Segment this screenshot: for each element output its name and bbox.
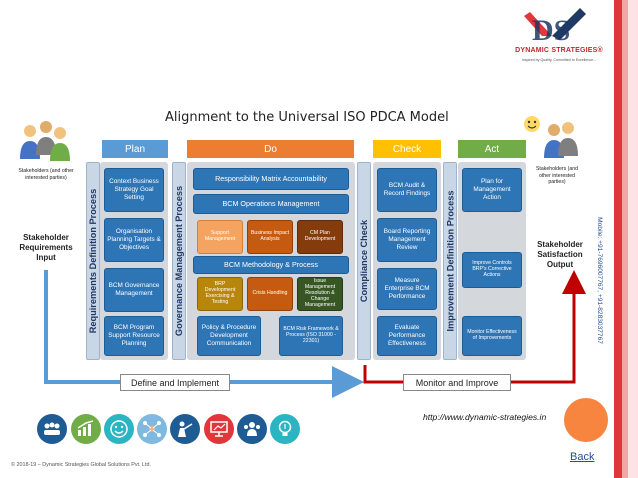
monitor-improve-label: Monitor and Improve	[403, 374, 511, 391]
do-box-brp: BRP Development Exercising & Testing	[197, 277, 243, 311]
contact-mobile-text: Mobile: +91-7696007767, +91-8283037767	[595, 216, 603, 344]
do-box-bia: Business Impact Analysis	[247, 220, 293, 254]
do-box-risk: BCM Risk Framework & Process (ISO 31000 …	[279, 316, 343, 356]
act-box-plan-action: Plan for Management Action	[462, 168, 522, 212]
do-box-policy: Policy & Procedure Development Communica…	[197, 316, 261, 356]
growth-icon	[71, 414, 101, 444]
group-icon	[237, 414, 267, 444]
stakeholders-left-label: Stakeholders (and other interested parti…	[18, 168, 74, 181]
back-link[interactable]: Back	[570, 451, 595, 463]
governance-management-bar: Governance Management Process	[172, 162, 186, 360]
plan-box-program-support: BCM Program Support Resource Planning	[104, 316, 164, 356]
presentation-icon	[204, 414, 234, 444]
plan-box-organisation: Organisation Planning Targets & Objectiv…	[104, 218, 164, 262]
check-box-board-reporting: Board Reporting Management Review	[377, 218, 437, 262]
contact-mobile: Mobile: +91-7696007767, +91-8283037767	[592, 200, 606, 360]
act-box-improve-controls: Improve Controls BRP's Corrective Action…	[462, 252, 522, 288]
logo-mark-text: DS	[532, 14, 570, 47]
decorative-stripe-red	[614, 0, 622, 478]
define-implement-arrow	[44, 270, 364, 398]
plan-box-context: Context Business Strategy Goal Setting	[104, 168, 164, 212]
copyright-text: © 2018-19 – Dynamic Strategies Global So…	[11, 462, 152, 468]
improvement-definition-bar: Improvement Definition Process	[443, 162, 457, 360]
phase-act: Act	[458, 140, 526, 158]
do-box-methodology: BCM Methodology & Process	[193, 256, 349, 274]
act-box-monitor: Monitor Effectiveness of Improvements	[462, 316, 522, 356]
decorative-stripe-light	[628, 0, 638, 478]
decorative-orange-circle	[564, 398, 608, 442]
check-box-audit: BCM Audit & Record Findings	[377, 168, 437, 212]
monitor-improve-arrow	[363, 270, 586, 384]
check-box-measure: Measure Enterprise BCM Performance	[377, 268, 437, 310]
stakeholder-satisfaction-output: Stakeholder Satisfaction Output	[537, 240, 583, 269]
do-box-cm-plan: CM Plan Development	[297, 220, 343, 254]
idea-icon	[270, 414, 300, 444]
phase-plan: Plan	[102, 140, 168, 158]
compliance-check-bar: Compliance Check	[357, 162, 371, 360]
logo-tagline: Inspired by Quality, Committed to Excell…	[521, 58, 597, 62]
smiley-icon	[104, 414, 134, 444]
stakeholders-right-label: Stakeholders (and other interested parti…	[535, 166, 579, 185]
stakeholder-requirements-input: Stakeholder Requirements Input	[19, 233, 73, 262]
do-box-support: Support Management	[197, 220, 243, 254]
do-box-crisis: Crisis Handling	[247, 277, 293, 311]
network-icon	[137, 414, 167, 444]
stakeholders-right-icon	[524, 116, 578, 158]
plan-box-governance: BCM Governance Management	[104, 268, 164, 312]
phase-do: Do	[187, 140, 354, 158]
decorative-stripe-pink	[622, 0, 628, 478]
phase-check: Check	[373, 140, 441, 158]
logo-brand-name: DYNAMIC STRATEGIES®	[515, 47, 603, 54]
do-box-responsibility: Responsibility Matrix Accountability	[193, 168, 349, 190]
check-box-evaluate: Evaluate Performance Effectiveness	[377, 316, 437, 356]
website-url[interactable]: http://www.dynamic-strategies.in	[423, 412, 547, 422]
do-box-operations: BCM Operations Management	[193, 194, 349, 214]
ds-logo-mark: DS	[524, 8, 586, 47]
do-box-issue: Issue Management Resolution & Change Man…	[297, 277, 343, 311]
define-implement-label: Define and Implement	[120, 374, 230, 391]
stakeholders-left-icon	[20, 121, 70, 161]
requirements-definition-bar: Requirements Definition Process	[86, 162, 100, 360]
diagram-title: Alignment to the Universal ISO PDCA Mode…	[165, 110, 449, 125]
team-icon	[37, 414, 67, 444]
company-logo: DS DYNAMIC STRATEGIES® Inspired by Quali…	[508, 6, 610, 64]
presenter-icon	[170, 414, 200, 444]
